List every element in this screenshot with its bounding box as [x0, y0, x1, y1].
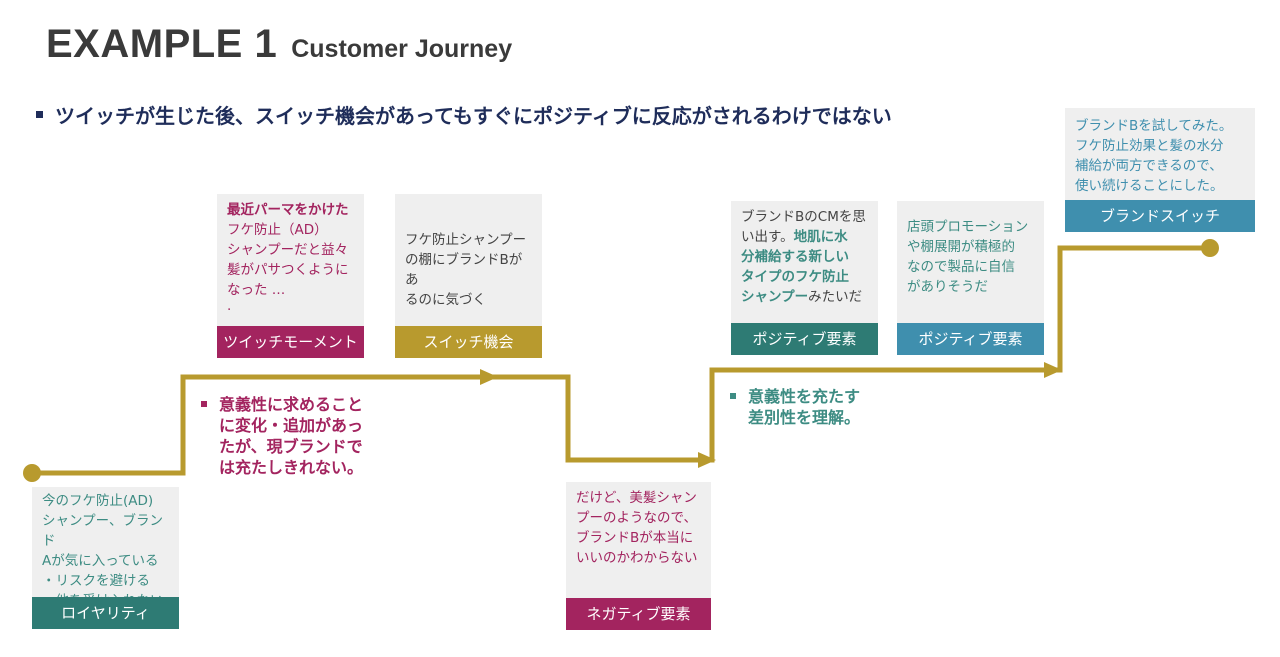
positive1-label: ポジティブ要素	[731, 323, 878, 355]
slide-title: EXAMPLE 1 Customer Journey	[46, 22, 512, 67]
positive1-text-bold: 地肌に水	[793, 229, 848, 245]
positive2-label: ポジティブ要素	[897, 323, 1044, 355]
negative-line: だけど、美髪シャン	[576, 490, 697, 506]
brand-switch-box: ブランドBを試してみた。 フケ防止効果と髪の水分 補給が両方できるので、 使い続…	[1065, 108, 1255, 200]
note-line: 差別性を理解。	[748, 408, 861, 427]
negative-line: プーのようなので、	[576, 510, 697, 526]
brand-switch-line: フケ防止効果と髪の水分	[1075, 138, 1224, 154]
positive2-line: や棚展開が積極的	[907, 239, 1015, 255]
note-line: 意義性に求めること	[219, 395, 364, 414]
brand-switch-line: ブランドBを試してみた。	[1075, 118, 1233, 134]
negative-line: ブランドBが本当に	[576, 530, 694, 546]
note-line: たが、現ブランドで	[219, 437, 363, 456]
note-line: 意義性を充たす	[748, 387, 861, 406]
differentiation-note: 意義性を充たす 差別性を理解。	[730, 386, 898, 428]
loyalty-line: ・リスクを避ける	[42, 573, 150, 589]
brand-switch-line: 補給が両方できるので、	[1075, 158, 1223, 174]
positive1-text: みたいだ	[808, 289, 863, 305]
arrow-head-icon	[1044, 362, 1062, 378]
brand-switch-label: ブランドスイッチ	[1065, 200, 1255, 232]
negative-line: いいのかわからない	[576, 550, 698, 566]
twitch-label: ツイッチモーメント	[217, 326, 364, 358]
journey-end-dot	[1201, 239, 1219, 257]
positive1-text-bold: シャンプー	[741, 289, 809, 305]
twitch-box: 最近パーマをかけた フケ防止（AD） シャンプーだと益々 髪がパサつくように な…	[217, 194, 364, 328]
positive2-box: 店頭プロモーション や棚展開が積極的 なので製品に自信 がありそうだ	[897, 201, 1044, 325]
journey-start-dot	[23, 464, 41, 482]
bullet-square-icon	[730, 393, 736, 399]
twitch-line: フケ防止（AD）	[227, 222, 328, 238]
switch-chance-label: スイッチ機会	[395, 326, 542, 358]
loyalty-box: 今のフケ防止(AD) シャンプー、ブランド Aが気に入っている ・リスクを避ける…	[32, 487, 179, 609]
bullet-square-icon	[36, 111, 43, 118]
twitch-line-bold: 最近パーマをかけた	[227, 202, 349, 218]
twitch-line: 髪がパサつくように	[227, 262, 349, 278]
switch-chance-box: フケ防止シャンプー の棚にブランドBがあ るのに気づく	[395, 194, 542, 328]
arrow-head-icon	[698, 452, 716, 468]
title-main: EXAMPLE 1	[46, 22, 278, 66]
loyalty-label: ロイヤリティ	[32, 597, 179, 629]
positive1-line: い出す。地肌に水	[741, 227, 868, 247]
headline: ツイッチが生じた後、スイッチ機会があってもすぐにポジティブに反応がされるわけでは…	[36, 100, 892, 129]
positive2-line: 店頭プロモーション	[907, 219, 1029, 235]
switch-chance-line: るのに気づく	[405, 292, 486, 308]
positive1-line: シャンプーみたいだ	[741, 287, 868, 307]
switch-chance-line: フケ防止シャンプー	[405, 232, 527, 248]
title-sub: Customer Journey	[291, 35, 513, 63]
bullet-square-icon	[201, 401, 207, 407]
journey-line	[32, 245, 1210, 476]
twitch-line: なった …	[227, 282, 286, 298]
twitch-line: シャンプーだと益々	[227, 242, 349, 258]
positive1-box: ブランドBのCMを思 い出す。地肌に水 分補給する新しい タイプのフケ防止 シャ…	[731, 201, 878, 325]
brand-switch-line: 使い続けることにした。	[1075, 178, 1224, 194]
positive1-line: ブランドBのCMを思	[741, 209, 866, 225]
loyalty-line: Aが気に入っている	[42, 553, 159, 569]
switch-chance-line: の棚にブランドBがあ	[405, 252, 523, 288]
twitch-line: .	[227, 298, 232, 314]
positive1-text: い出す。	[741, 229, 794, 245]
positive2-line: がありそうだ	[907, 279, 988, 295]
positive2-line: なので製品に自信	[907, 259, 1015, 275]
positive1-line-bold: 分補給する新しい	[741, 249, 849, 265]
note-line: は充たしきれない。	[219, 458, 364, 477]
meaning-need-note: 意義性に求めること に変化・追加があっ たが、現ブランドで は充たしきれない。	[201, 394, 379, 478]
headline-text: ツイッチが生じた後、スイッチ機会があってもすぐにポジティブに反応がされるわけでは…	[55, 104, 892, 128]
loyalty-line: シャンプー、ブランド	[42, 513, 163, 549]
negative-label: ネガティブ要素	[566, 598, 711, 630]
positive1-line-bold: タイプのフケ防止	[741, 269, 849, 285]
negative-box: だけど、美髪シャン プーのようなので、 ブランドBが本当に いいのかわからない	[566, 482, 711, 600]
note-line: に変化・追加があっ	[219, 416, 364, 435]
loyalty-line: 今のフケ防止(AD)	[42, 493, 154, 509]
arrow-head-icon	[480, 369, 498, 385]
